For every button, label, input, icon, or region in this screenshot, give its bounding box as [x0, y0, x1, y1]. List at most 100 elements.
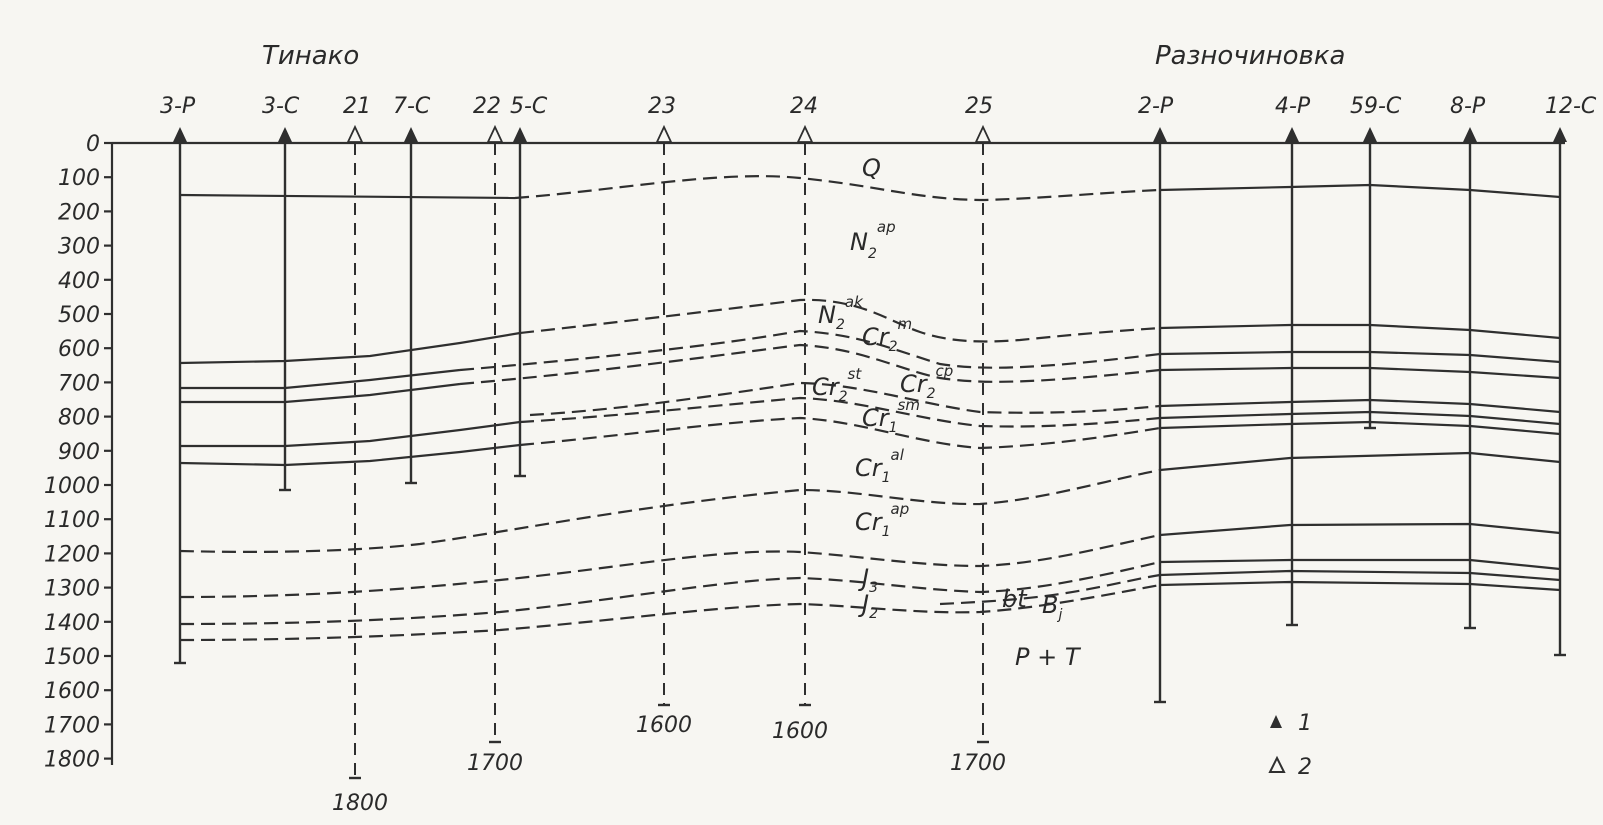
legend-label-2: 2	[1298, 755, 1312, 780]
well-label: 12-С	[1545, 94, 1597, 119]
well-2-p: 2-Р	[1138, 94, 1174, 704]
depth-axis: 0100200300400500600700800900100011001200…	[44, 132, 1565, 773]
well-label: 24	[790, 94, 818, 119]
boundary-cr1sm-base-east	[1159, 420, 1561, 436]
unit-labels: Q N2ap N2ak Cr2m Cr2cp Cr2st Cr1sm Cr1al…	[812, 154, 1082, 671]
area-name-raznochinovka: Разночиновка	[1155, 41, 1345, 71]
unit-label-j3: J3	[858, 564, 878, 596]
well-filled-triangle-icon	[1363, 127, 1377, 142]
depth-tick-label: 200	[58, 200, 100, 225]
well-label: 8-Р	[1450, 94, 1486, 119]
depth-tick-label: 800	[58, 406, 100, 431]
depth-tick-label: 600	[58, 337, 100, 362]
well-total-depth-label: 1700	[467, 751, 523, 776]
well-24: 24 1600	[772, 94, 828, 744]
boundary-n2ap-base-east	[1159, 323, 1561, 340]
well-filled-triangle-icon	[1463, 127, 1477, 142]
unit-label-cr2cp: Cr2cp	[900, 362, 953, 402]
well-total-depth-label: 1700	[950, 751, 1006, 776]
well-filled-triangle-icon	[1553, 127, 1567, 142]
well-59-c: 59-С	[1350, 94, 1402, 430]
unit-label-cr1ap: Cr1ap	[855, 500, 909, 540]
boundary-n2ak-base-east	[1159, 350, 1561, 364]
well-total-depth-label: 1600	[636, 713, 692, 738]
well-open-triangle-icon	[346, 124, 364, 143]
well-5-c: 5-С	[510, 94, 548, 478]
well-3-p: 3-Р	[160, 94, 196, 665]
boundary-cr2st-base	[180, 420, 521, 448]
boundary-j3-base-east	[1159, 558, 1561, 571]
boundary-q-base-dashed	[514, 175, 1161, 202]
well-21: 21 1800	[332, 94, 388, 816]
boundary-cr2m-base-east	[1159, 366, 1561, 380]
boundary-j2-base-east	[1159, 580, 1561, 592]
boundary-cr1al-base-dashed	[179, 468, 1161, 553]
depth-tick-label: 300	[58, 235, 100, 260]
boundary-cr2cp-base-east	[1159, 398, 1561, 414]
unit-label-j2: J2	[858, 590, 878, 622]
unit-label-bj: Bj	[1042, 591, 1062, 623]
well-label: 21	[343, 94, 371, 119]
depth-tick-label: 700	[58, 371, 100, 396]
boundary-n2ak-base	[180, 368, 461, 390]
boundary-n2ap-base	[179, 331, 521, 365]
boundary-n2ak-base-dashed	[459, 329, 1161, 372]
depth-tick-label: 1800	[44, 748, 100, 773]
well-label: 7-С	[393, 94, 431, 119]
well-filled-triangle-icon	[404, 127, 418, 142]
boundary-j3-base-dashed	[179, 560, 1161, 626]
boundary-q-base-east	[1159, 183, 1561, 199]
unit-label-n2ap: N2ap	[850, 218, 896, 262]
well-open-triangle-icon	[655, 124, 673, 143]
boundary-bt-base-east	[1159, 569, 1561, 582]
well-23: 23 1600	[636, 94, 692, 738]
well-7-c: 7-С	[393, 94, 431, 485]
legend-label-1: 1	[1298, 711, 1312, 736]
well-open-triangle-icon	[796, 124, 814, 143]
well-open-triangle-icon	[974, 124, 992, 143]
legend-open-triangle-icon	[1268, 755, 1286, 773]
depth-tick-label: 1600	[44, 679, 100, 704]
depth-tick-label: 100	[58, 166, 100, 191]
depth-tick-label: 900	[58, 440, 100, 465]
depth-tick-label: 1700	[44, 713, 100, 738]
boundary-cr1ap-base-east	[1159, 522, 1561, 537]
unit-label-bt: bt	[1002, 585, 1028, 613]
boundary-cr2m-base-dashed	[459, 343, 1161, 386]
depth-tick-label: 0	[86, 132, 100, 157]
unit-label-cr1sm: Cr1sm	[862, 396, 920, 436]
boundary-j2-base-dashed	[179, 583, 1161, 642]
well-label: 3-С	[262, 94, 300, 119]
depth-ticks: 0100200300400500600700800900100011001200…	[44, 132, 112, 773]
depth-tick-label: 400	[58, 269, 100, 294]
boundary-cr1al-base-east	[1159, 451, 1561, 472]
boundary-cr1ap-base-dashed	[179, 533, 1161, 599]
unit-label-cr2st: Cr2st	[812, 365, 862, 405]
depth-tick-label: 500	[58, 303, 100, 328]
legend: 1 2	[1268, 711, 1312, 780]
well-filled-triangle-icon	[173, 127, 187, 142]
boundary-cr1sm-base-dashed	[519, 416, 1161, 450]
unit-label-p-t: P + T	[1015, 643, 1082, 671]
well-8-p: 8-Р	[1450, 94, 1486, 630]
boundary-cr2m-base	[180, 382, 461, 404]
depth-tick-label: 1500	[44, 645, 100, 670]
unit-label-n2ak: N2ak	[818, 293, 864, 333]
area-name-tinako: Тинако	[262, 41, 359, 71]
horizon-boundaries	[179, 175, 1561, 642]
boundary-n2ap-base-dashed	[519, 298, 1161, 343]
depth-tick-label: 1400	[44, 611, 100, 636]
well-total-depth-label: 1600	[772, 719, 828, 744]
unit-label-cr2m: Cr2m	[862, 315, 912, 355]
well-label: 23	[648, 94, 676, 119]
boundary-bt-base-dashed	[939, 573, 1161, 606]
depth-tick-label: 1300	[44, 577, 100, 602]
well-label: 59-С	[1350, 94, 1402, 119]
well-total-depth-label: 1800	[332, 791, 388, 816]
well-label: 3-Р	[160, 94, 196, 119]
unit-label-q: Q	[862, 154, 881, 182]
well-filled-triangle-icon	[278, 127, 292, 142]
depth-tick-label: 1000	[44, 474, 100, 499]
